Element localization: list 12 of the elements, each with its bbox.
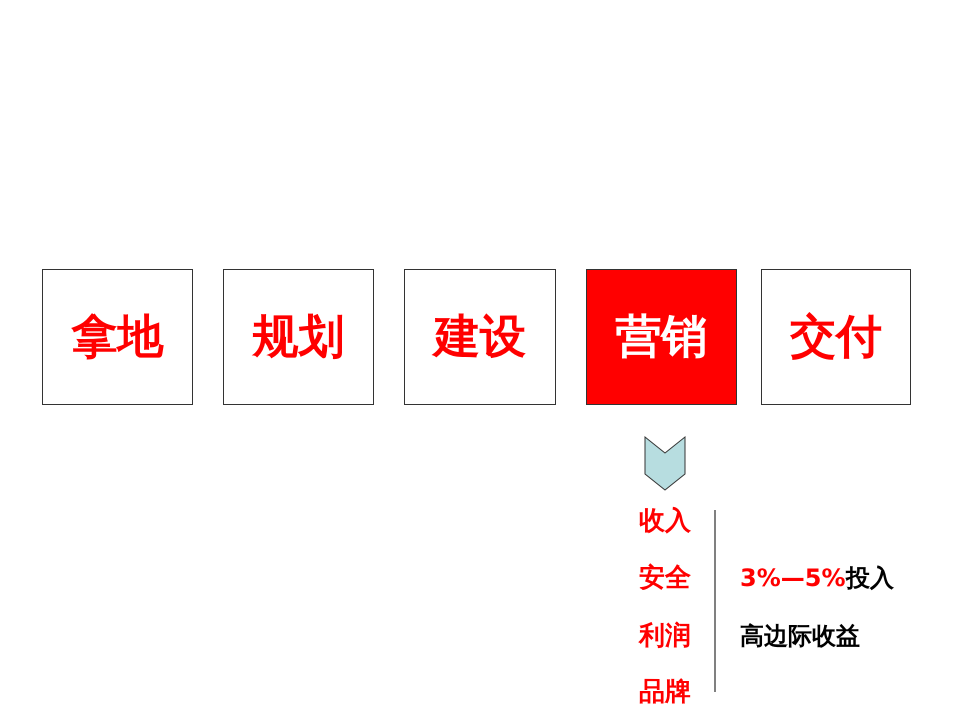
stage-box: 规划	[223, 269, 374, 405]
benefit-label: 安全	[639, 562, 691, 594]
note-text: 3%—5%	[740, 564, 846, 592]
benefit-label: 品牌	[639, 676, 691, 708]
stage-box: 建设	[404, 269, 556, 405]
note-text: 投入	[846, 564, 894, 592]
highlighted-stage-box: 营销	[586, 269, 737, 405]
stage-box: 拿地	[42, 269, 193, 405]
note-text: 高边际收益	[740, 622, 860, 650]
stage-box: 交付	[761, 269, 911, 405]
benefit-label: 收入	[639, 506, 691, 537]
benefit-label: 利润	[639, 620, 691, 652]
